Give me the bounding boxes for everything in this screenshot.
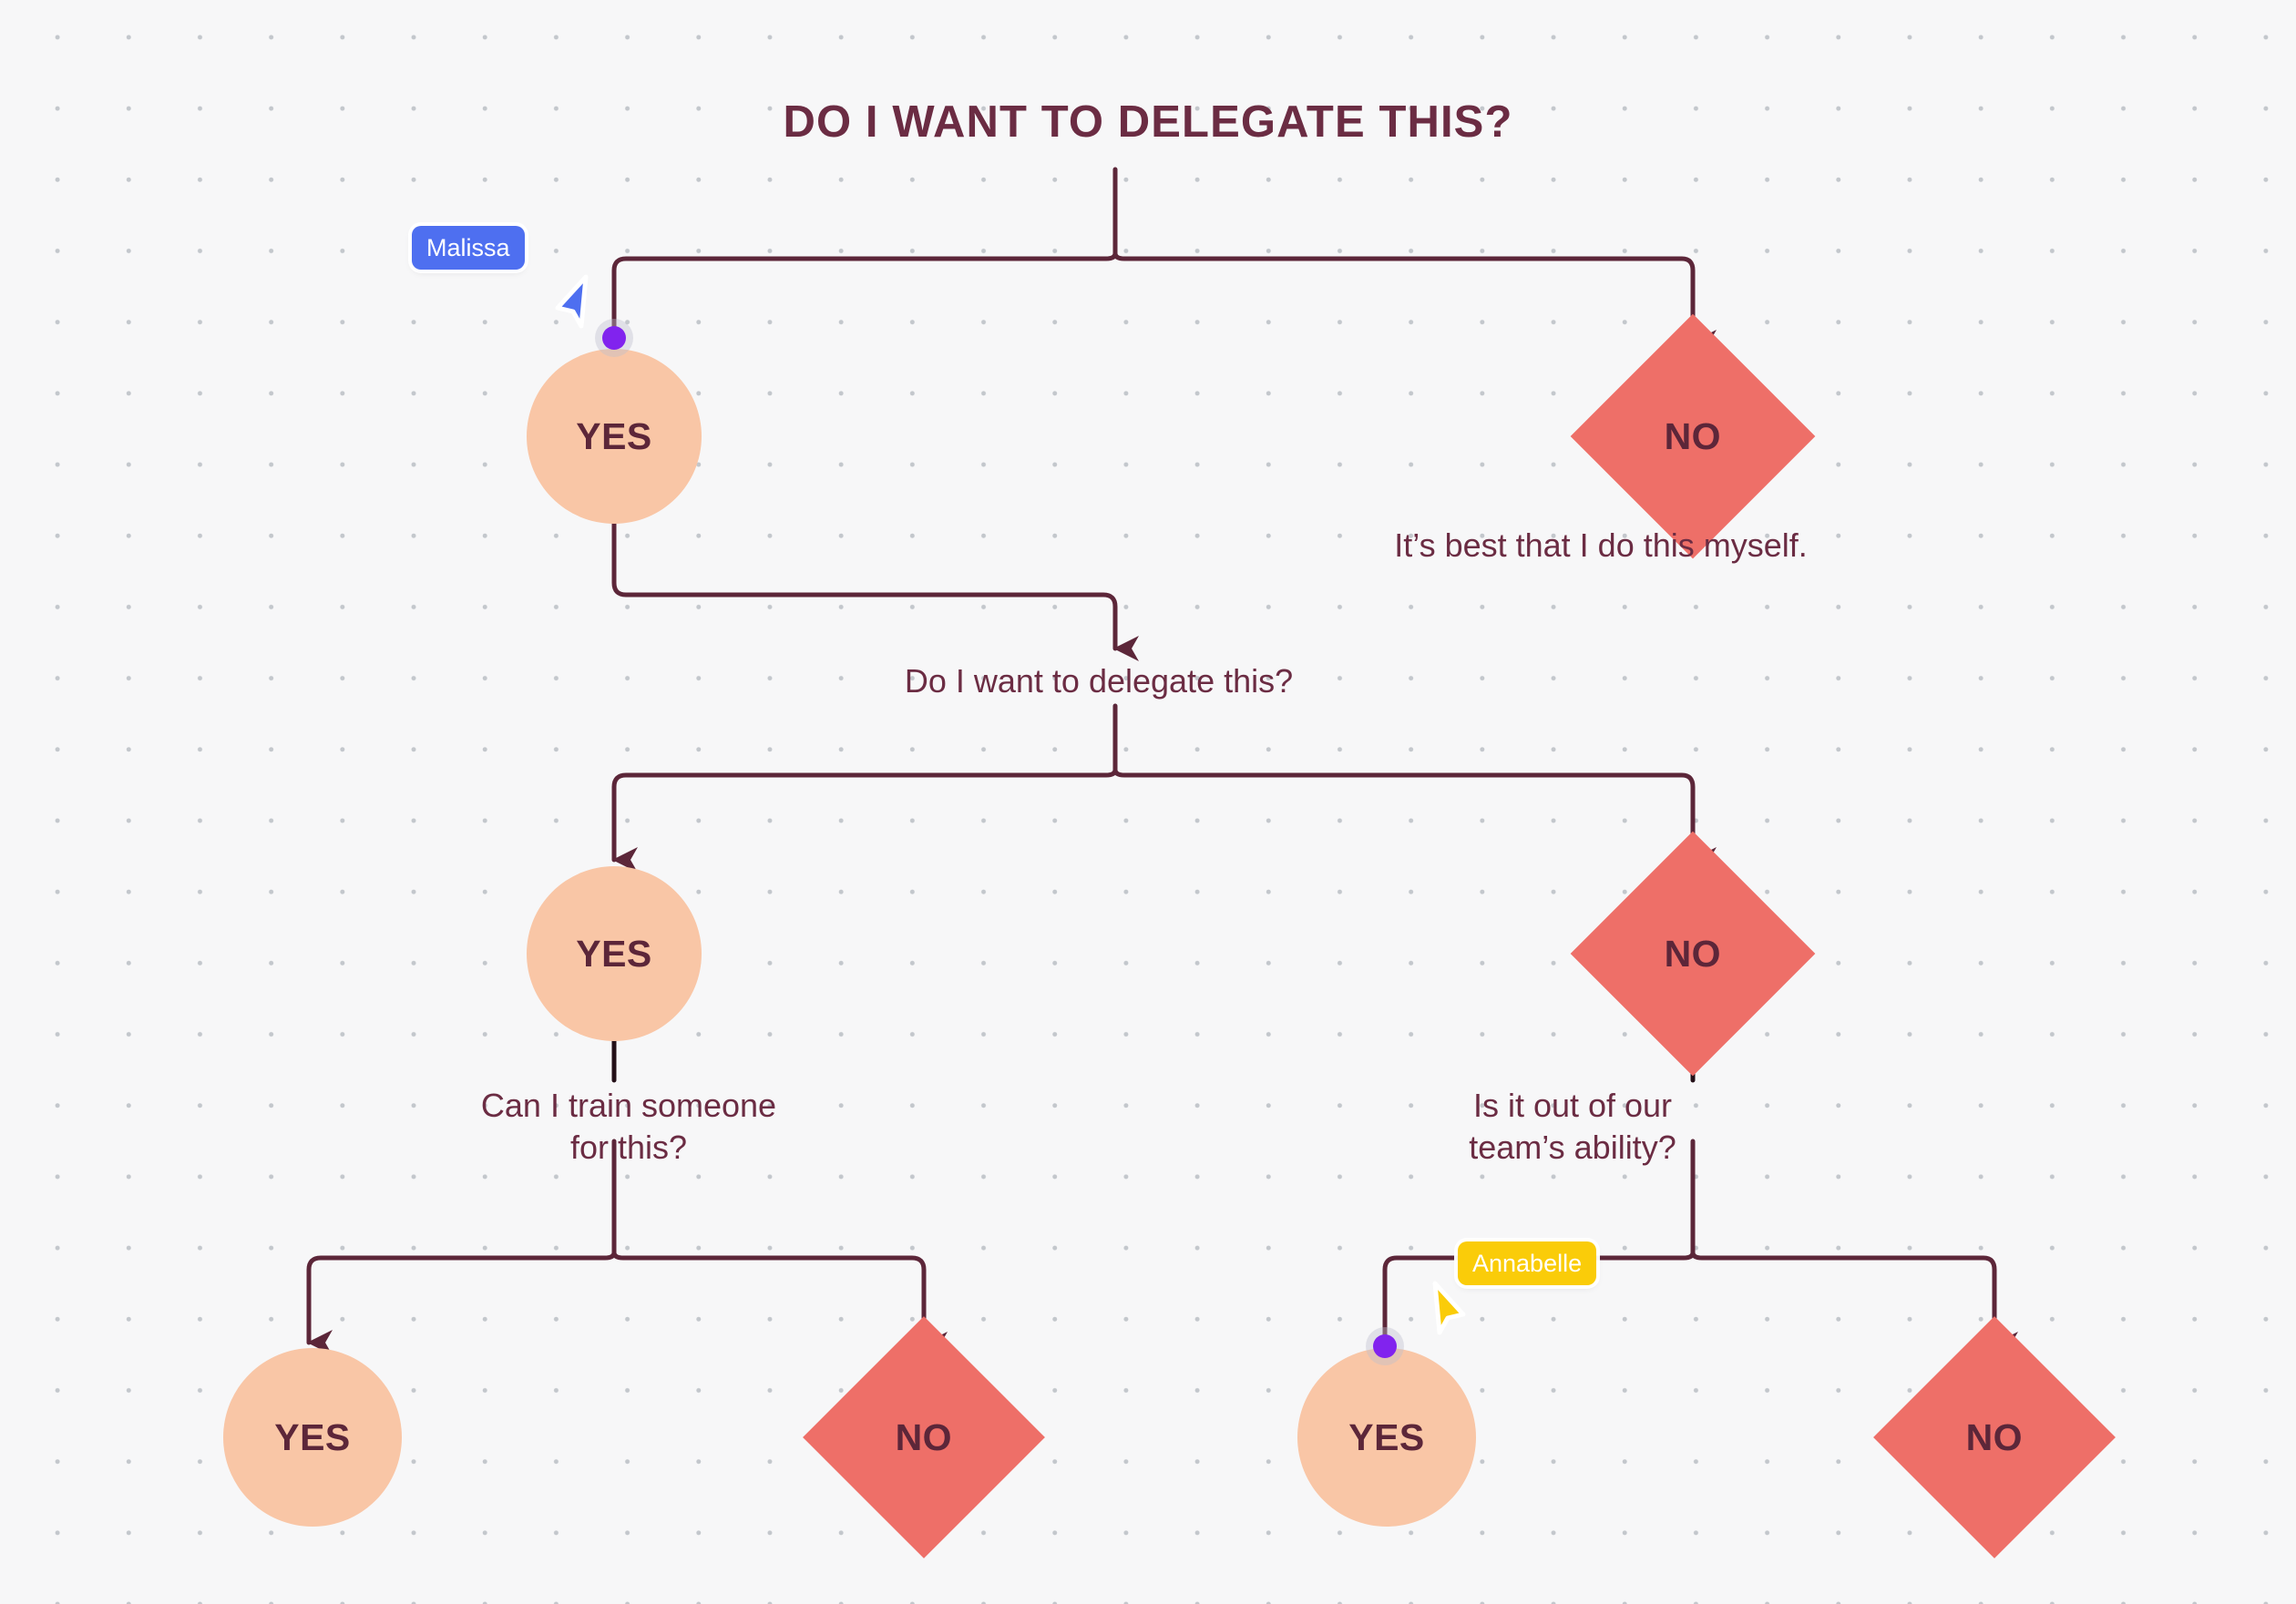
node-label: YES — [576, 414, 652, 457]
label-best-do-myself: It’s best that I do this myself. — [1394, 526, 1808, 564]
node-label: YES — [1348, 1415, 1425, 1458]
node-yes-level3-right[interactable]: YES — [1297, 1348, 1476, 1527]
page-title: DO I WANT TO DELEGATE THIS? — [783, 97, 1513, 147]
node-label: NO — [1664, 932, 1722, 975]
label-train-question: Can I train someone for this? — [480, 1087, 777, 1167]
node-label: NO — [1664, 414, 1722, 457]
node-label: NO — [895, 1415, 953, 1458]
node-yes-level2[interactable]: YES — [527, 866, 702, 1041]
label-team-ability-question: Is it out of our team’s ability? — [1469, 1087, 1676, 1167]
anchor-dot-yes-level3-right[interactable] — [1373, 1334, 1397, 1358]
node-label: YES — [274, 1415, 351, 1458]
cursor-pointer-icon — [555, 274, 589, 329]
anchor-dot-yes-level1[interactable] — [602, 326, 626, 350]
node-label: NO — [1965, 1415, 2024, 1458]
node-yes-level1[interactable]: YES — [527, 349, 702, 524]
cursor-name-chip: Annabelle — [1458, 1241, 1597, 1285]
cursor-name-chip: Malissa — [412, 226, 525, 270]
cursor-pointer-icon — [1432, 1281, 1466, 1335]
label-delegate-question: Do I want to delegate this? — [904, 662, 1294, 700]
node-yes-level3-left[interactable]: YES — [223, 1348, 402, 1527]
node-label: YES — [576, 932, 652, 975]
